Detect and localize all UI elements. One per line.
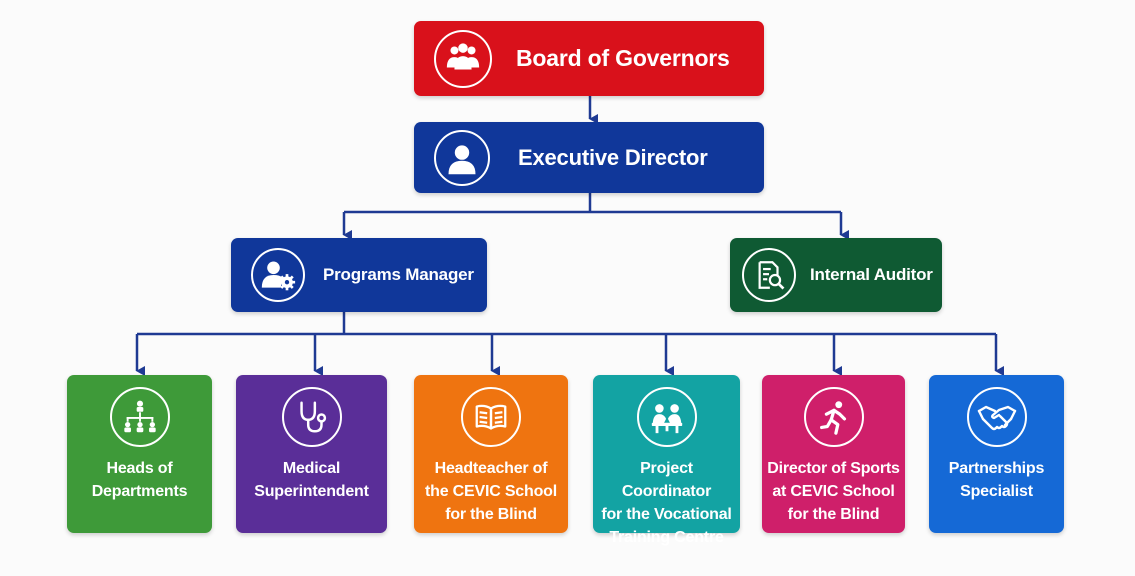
handshake-icon <box>966 387 1027 447</box>
board-of-governors-box: Board of Governors <box>414 21 764 96</box>
director-of-sports-box: Director of Sports at CEVIC School for t… <box>762 375 905 533</box>
heads-of-departments-label: Heads of Departments <box>91 460 188 500</box>
medical-superintendent-box: Medical Superintendent <box>236 375 387 533</box>
project-coordinator-box: Project Coordinator for the Vocational T… <box>593 375 740 546</box>
runner-icon <box>803 387 864 447</box>
medical-superintendent-label: Medical Superintendent <box>254 460 369 500</box>
internal-auditor-box: Internal Auditor <box>730 238 942 312</box>
group-icon <box>434 29 492 88</box>
executive-director-label: Executive Director <box>518 144 708 170</box>
project-coordinator-label: Project Coordinator for the Vocational T… <box>601 460 732 546</box>
book-icon <box>461 387 521 447</box>
internal-auditor-label: Internal Auditor <box>810 265 933 284</box>
programs-manager-box: Programs Manager <box>231 238 487 312</box>
executive-director-box: Executive Director <box>414 122 764 193</box>
programs-manager-label: Programs Manager <box>323 265 474 284</box>
director-of-sports-label: Director of Sports at CEVIC School for t… <box>767 460 900 523</box>
heads-of-departments-box: Heads of Departments <box>67 375 212 533</box>
document-search-icon <box>742 248 796 302</box>
headteacher-label: Headteacher of the CEVIC School for the … <box>425 460 557 523</box>
board-of-governors-label: Board of Governors <box>516 45 730 71</box>
person-gear-icon <box>251 248 305 302</box>
headteacher-box: Headteacher of the CEVIC School for the … <box>414 375 568 533</box>
partnerships-specialist-box: Partnerships Specialist <box>929 375 1064 533</box>
stethoscope-icon <box>281 387 342 447</box>
org-chart-icon <box>109 387 170 447</box>
meeting-icon <box>636 387 697 447</box>
person-icon <box>434 129 490 186</box>
partnerships-specialist-label: Partnerships Specialist <box>948 460 1045 500</box>
